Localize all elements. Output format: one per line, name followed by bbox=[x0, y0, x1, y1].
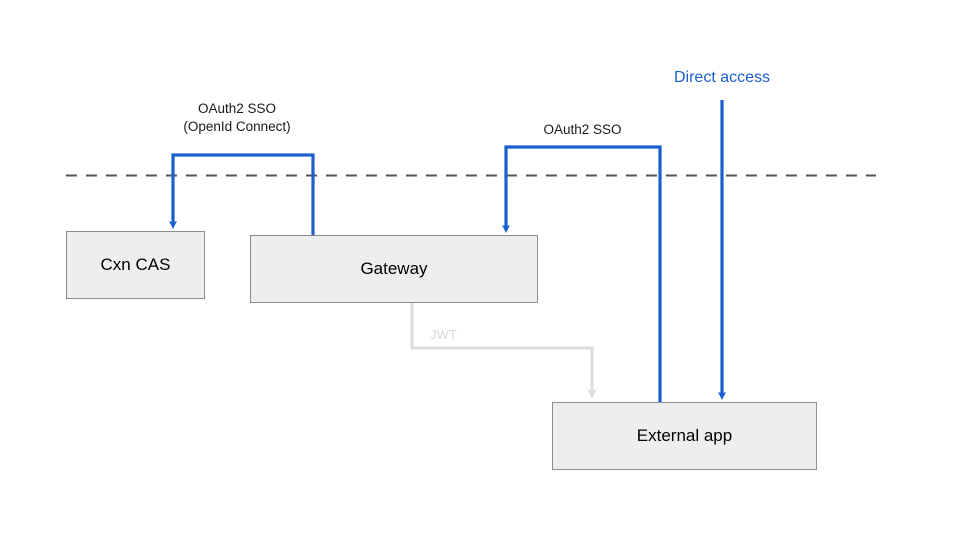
edge-oauth2-oidc-path bbox=[169, 153, 315, 235]
edge-oauth2-sso-path bbox=[502, 145, 662, 402]
node-cxn-cas-label: Cxn CAS bbox=[100, 254, 171, 274]
edge-label-jwt: JWT bbox=[430, 327, 457, 342]
edge-label-oauth2-oidc-line2: (OpenId Connect) bbox=[183, 119, 291, 135]
edge-jwt-path bbox=[410, 303, 597, 399]
edge-label-oauth2-oidc: OAuth2 SSO (OpenId Connect) bbox=[162, 100, 312, 136]
node-external-app-label: External app bbox=[636, 425, 733, 445]
node-gateway-label: Gateway bbox=[360, 258, 428, 278]
node-gateway[interactable]: Gateway bbox=[250, 235, 538, 303]
edge-label-oauth2-sso: OAuth2 SSO bbox=[543, 122, 622, 137]
edge-label-direct-access: Direct access bbox=[673, 69, 771, 86]
node-cxn-cas[interactable]: Cxn CAS bbox=[66, 231, 205, 299]
edge-label-oauth2-oidc-line1: OAuth2 SSO bbox=[197, 101, 277, 116]
node-external-app[interactable]: External app bbox=[552, 402, 817, 470]
